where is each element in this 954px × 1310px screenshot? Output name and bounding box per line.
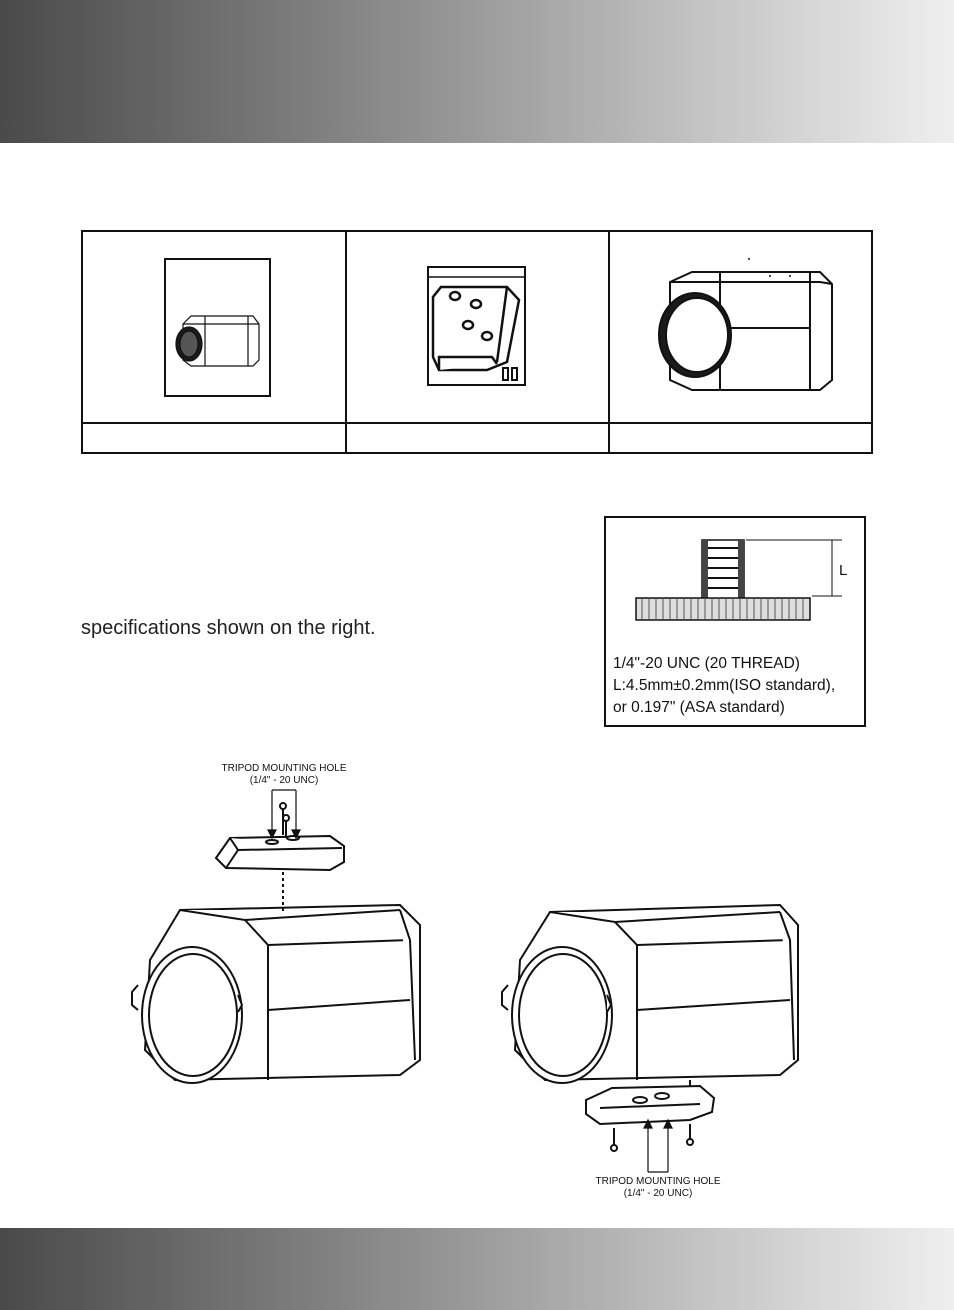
screw-spec-box: L 1/4"-20 UNC (20 THREAD) L:4.5mm±0.2mm(… [604,516,866,727]
spec-line-length-asa: or 0.197" (ASA standard) [613,699,785,716]
header-band [0,0,954,143]
callout-top-spec: (1/4" - 20 UNC) [249,775,319,786]
callout-top-title: TRIPOD MOUNTING HOLE [221,763,347,774]
camera-box-illustration [83,232,345,422]
callout-bottom-spec: (1/4" - 20 UNC) [623,1188,693,1199]
body-paragraph: specifications shown on the right. [81,617,376,639]
callout-bottom: TRIPOD MOUNTING HOLE (1/4" - 20 UNC) [580,1176,736,1200]
callout-top: TRIPOD MOUNTING HOLE (1/4" - 20 UNC) [206,763,362,787]
screw-illustration: L [635,539,847,621]
table-divider [608,232,610,452]
spec-line-length-iso: L:4.5mm±0.2mm(ISO standard), [613,677,836,694]
spec-line-thread: 1/4"-20 UNC (20 THREAD) [613,655,800,672]
table-divider [345,232,347,452]
tripod-mounting-diagram [131,789,799,1173]
parts-label-1 [83,424,345,452]
footer-band [0,1228,954,1310]
callout-bottom-title: TRIPOD MOUNTING HOLE [595,1176,721,1187]
table-row-divider [83,422,871,424]
dimension-label: L [839,562,847,579]
parts-table [81,230,873,454]
camera-body-illustration [610,232,873,422]
parts-label-3 [610,424,873,452]
mounting-bracket-illustration [347,232,608,422]
parts-label-2 [347,424,608,452]
